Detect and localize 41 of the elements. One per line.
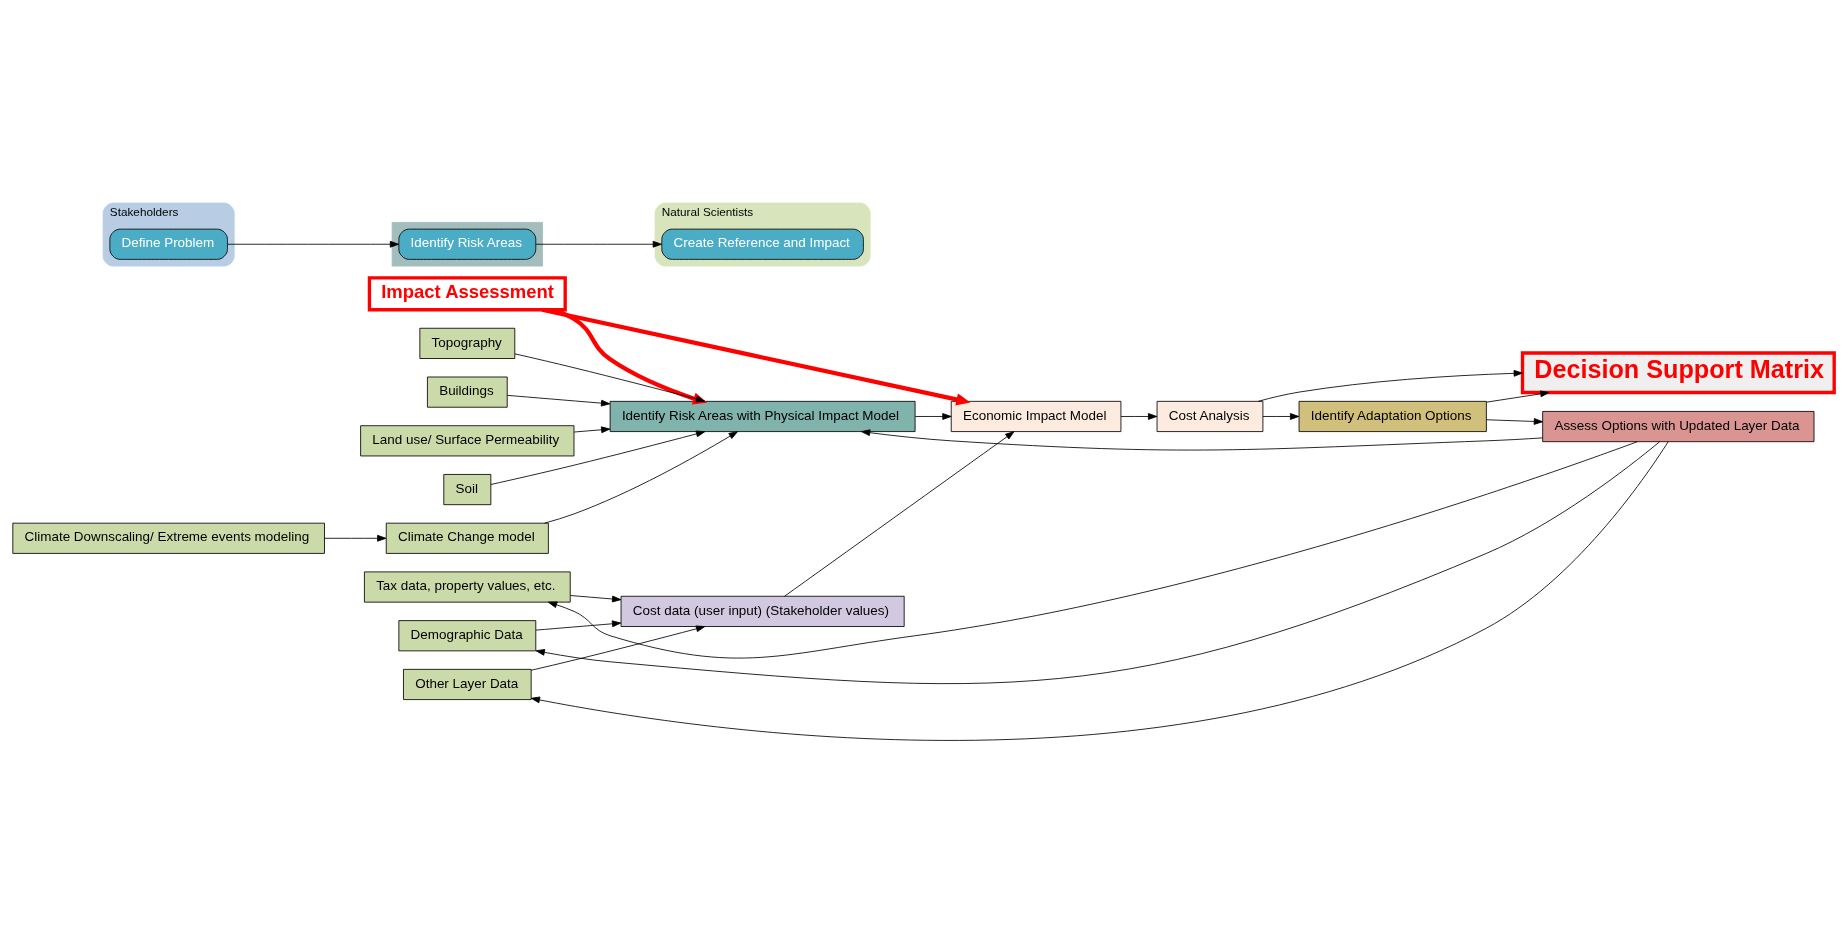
- arrow: [530, 625, 706, 671]
- node-box: Other Layer Data: [403, 668, 532, 700]
- arrow: [324, 534, 387, 542]
- node-box: Soil: [443, 473, 492, 505]
- arrow: [1120, 412, 1158, 420]
- arrow: [573, 425, 611, 433]
- arrow: [1257, 369, 1523, 402]
- arrow: [535, 240, 662, 248]
- arrow: [544, 430, 738, 524]
- arrow: [914, 412, 952, 420]
- node-box: Impact Assessment: [367, 275, 567, 311]
- arrow: [535, 619, 622, 631]
- node-box: Identify Adaptation Options: [1298, 400, 1487, 432]
- node-box: Topography: [419, 327, 516, 359]
- node-box: Define Problem: [109, 228, 228, 260]
- arrow: [861, 428, 1544, 450]
- arrow: [530, 440, 1669, 741]
- node-box: Tax data, property values, etc.: [363, 570, 571, 603]
- arrow: [227, 240, 400, 248]
- arrow: [784, 430, 1015, 597]
- node-box: Cost Analysis: [1156, 400, 1264, 432]
- node-box: Land use/ Surface Permeability: [360, 424, 575, 456]
- arrow: [490, 430, 706, 485]
- node-box: Decision Support Matrix: [1520, 350, 1836, 394]
- node-box: Identify Risk Areas: [398, 228, 537, 260]
- arrow: [1262, 412, 1300, 420]
- node-box: Climate Downscaling/ Extreme events modeling: [12, 522, 325, 554]
- arrow: [541, 307, 971, 405]
- arrow: [514, 352, 706, 402]
- arrow: [1486, 417, 1543, 425]
- arrow: [570, 594, 622, 602]
- node-box: Buildings: [427, 376, 508, 408]
- node-box: Economic Impact Model: [950, 400, 1122, 432]
- node-box: Climate Change model: [385, 522, 549, 554]
- arrow: [507, 394, 611, 407]
- arrow: [1486, 390, 1550, 403]
- node-box: Assess Options with Updated Layer Data: [1542, 410, 1815, 442]
- node-box: Create Reference and Impact: [661, 228, 864, 260]
- node-box: Identify Risk Areas with Physical Impact Model: [609, 400, 916, 432]
- node-box: Cost data (user input) (Stakeholder values): [620, 595, 905, 627]
- node-box: Demographic Data: [398, 619, 537, 651]
